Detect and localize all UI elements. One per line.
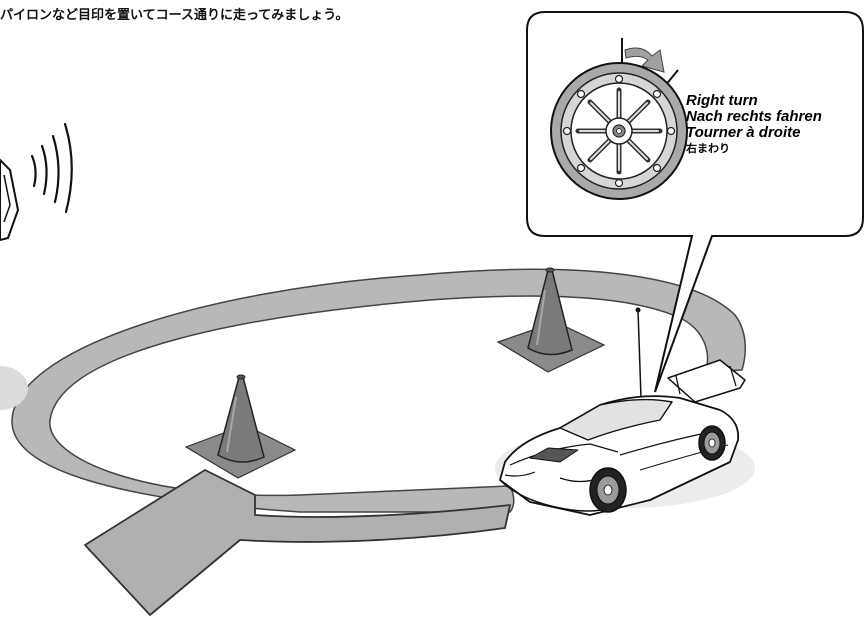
transmitter-icon [0,158,20,242]
partial-shadow [0,366,28,410]
callout-line-de: Nach rechts fahren [686,108,822,125]
pylon-icon [184,374,297,479]
wheel-icon [550,62,688,200]
callout-label: Right turn Nach rechts fahren Tourner à … [686,93,822,156]
signal-waves-icon [30,122,73,214]
callout-line-fr: Tourner à droite [686,124,801,141]
car-icon [495,307,755,516]
callout-line-jp: 右まわり [686,142,730,155]
callout-line-en: Right turn [686,92,758,109]
course-arrow-icon [11,268,746,616]
pylon-icon [496,267,606,373]
instruction-text: パイロンなど目印を置いてコース通りに走ってみましょう。 [0,8,349,23]
